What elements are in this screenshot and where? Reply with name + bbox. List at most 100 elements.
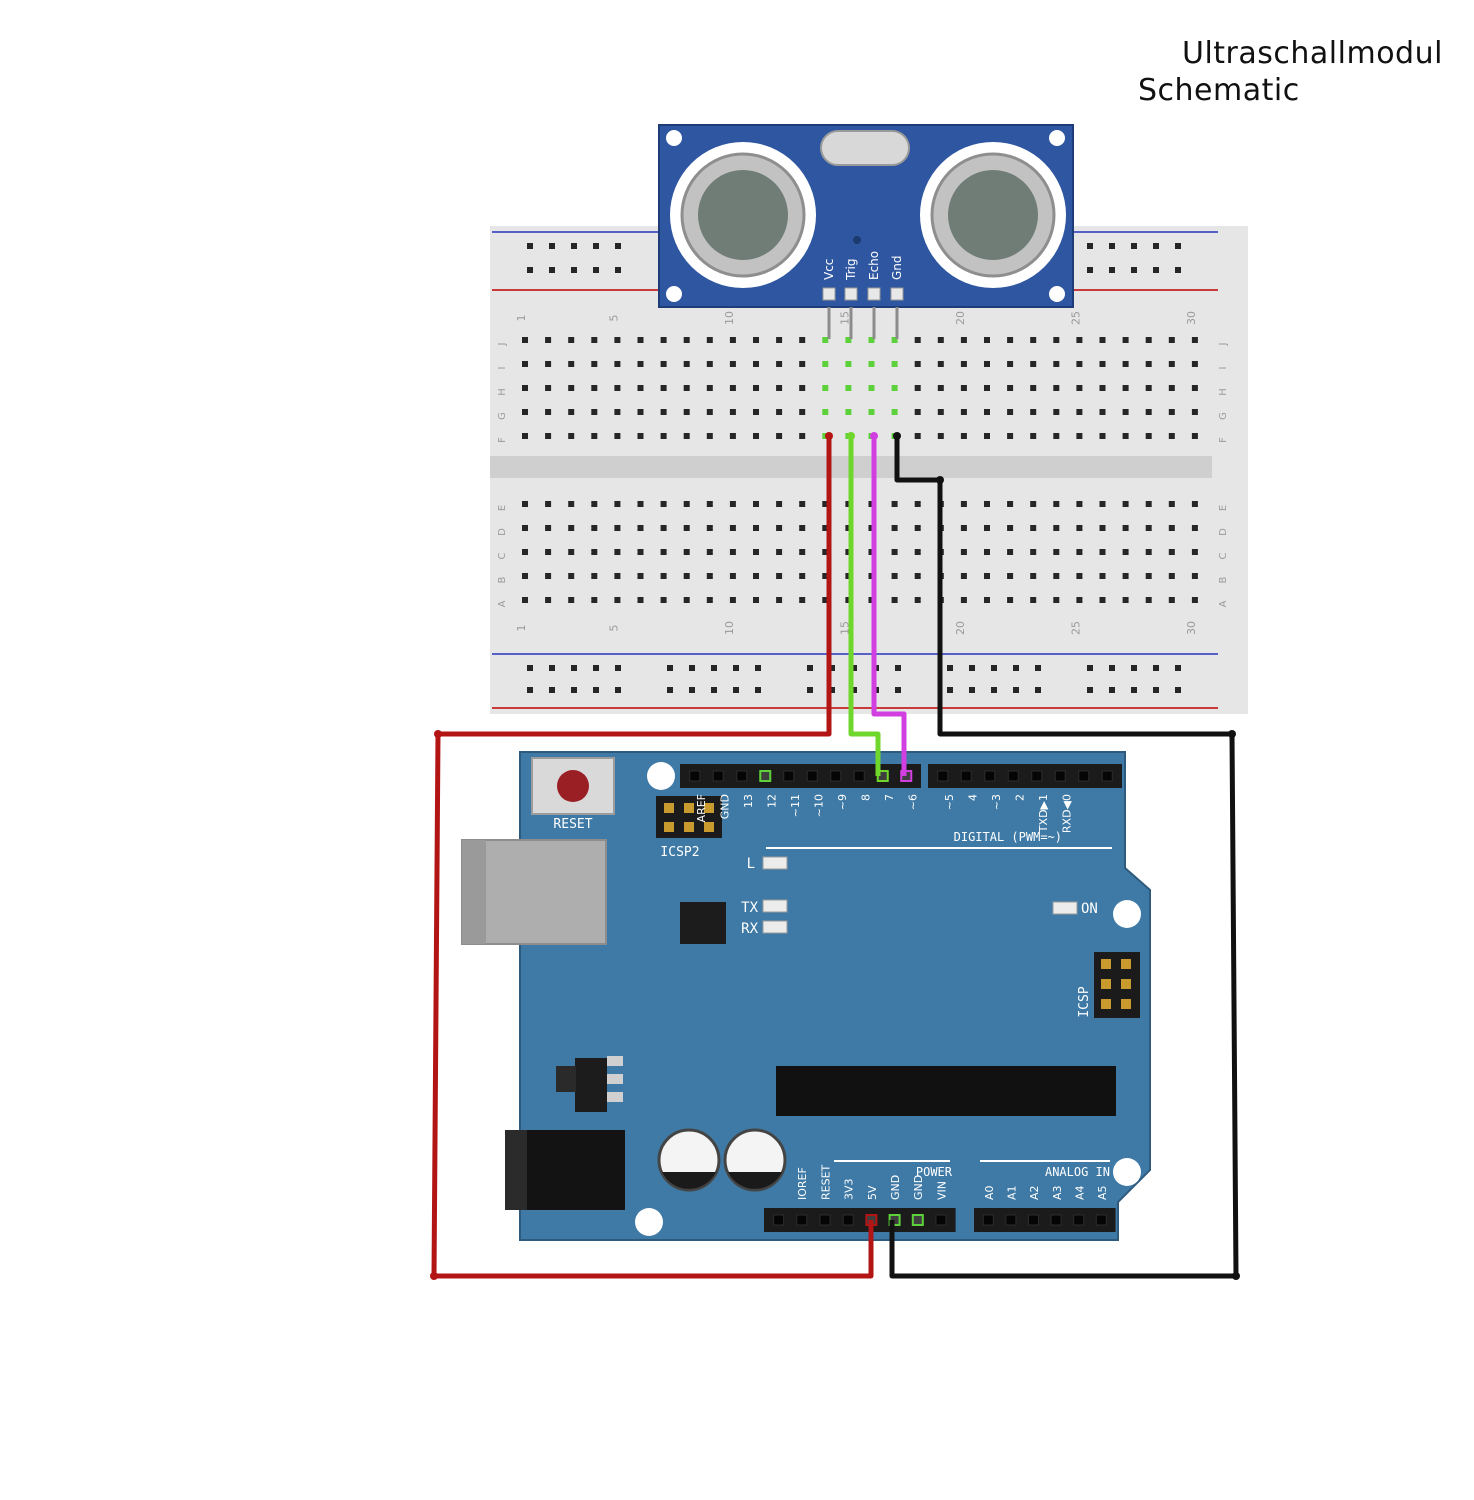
rail-hole (549, 267, 555, 273)
rail-hole (615, 267, 621, 273)
breadboard-hole (1053, 501, 1060, 507)
breadboard-hole (914, 597, 921, 603)
digital-pin-label: 2 (1014, 794, 1027, 801)
led-l-label: L (747, 856, 755, 872)
breadboard-hole (891, 409, 898, 415)
breadboard-hole (845, 501, 852, 507)
breadboard-hole (1168, 433, 1175, 439)
usb-connector-edge (462, 840, 486, 944)
breadboard-hole (776, 501, 783, 507)
header-socket (1101, 770, 1113, 782)
row-letter: H (497, 388, 508, 396)
breadboard-hole (776, 525, 783, 531)
header-socket (1028, 1214, 1039, 1226)
breadboard-hole (1122, 573, 1129, 579)
breadboard-hole (1099, 597, 1106, 603)
breadboard-hole (1076, 525, 1083, 531)
breadboard-hole (1122, 433, 1129, 439)
breadboard-hole (1030, 597, 1037, 603)
breadboard-hole (1145, 385, 1152, 391)
breadboard-hole (1145, 409, 1152, 415)
column-number: 5 (607, 315, 620, 322)
breadboard-hole (960, 573, 967, 579)
rail-hole (947, 665, 953, 671)
breadboard-hole (568, 549, 575, 555)
breadboard-hole (1076, 361, 1083, 367)
power-pin-label: GND (912, 1175, 925, 1200)
rail-hole (1035, 665, 1041, 671)
column-number: 25 (1069, 621, 1082, 635)
breadboard-hole (729, 337, 736, 343)
transducer-right (920, 142, 1066, 288)
rail-hole (549, 243, 555, 249)
breadboard-hole (706, 409, 713, 415)
breadboard-hole (729, 573, 736, 579)
breadboard-hole (706, 525, 713, 531)
analog-pin-label: A1 (1006, 1185, 1019, 1200)
breadboard-hole (776, 433, 783, 439)
sensor-mount-hole (1049, 130, 1065, 146)
breadboard-hole (1030, 361, 1037, 367)
rail-hole (969, 687, 975, 693)
breadboard-hole (729, 433, 736, 439)
power-section-label: POWER (916, 1165, 953, 1179)
rail-hole (895, 687, 901, 693)
diagram-title-line1: Ultraschallmodul (1182, 36, 1443, 71)
transducer-left (670, 142, 816, 288)
breadboard-hole (1168, 501, 1175, 507)
breadboard-hole (614, 549, 621, 555)
icsp-label: ICSP (1077, 986, 1092, 1017)
header-socket (773, 1214, 785, 1226)
breadboard-hole (729, 361, 736, 367)
breadboard-hole (1053, 409, 1060, 415)
breadboard-hole (614, 573, 621, 579)
diagram-title-line2: Schematic (1138, 73, 1300, 108)
breadboard-hole (1030, 549, 1037, 555)
led-rx (762, 920, 788, 934)
breadboard-hole (1099, 549, 1106, 555)
breadboard-hole (891, 501, 898, 507)
breadboard-hole (753, 337, 759, 343)
breadboard-hole (637, 337, 644, 343)
breadboard-hole (1145, 573, 1152, 579)
breadboard-hole (1007, 337, 1014, 343)
breadboard-hole (591, 525, 598, 531)
voltage-regulator (556, 1056, 623, 1112)
breadboard-hole (660, 409, 667, 415)
breadboard-hole (591, 501, 598, 507)
column-number: 1 (515, 315, 528, 322)
breadboard-hole (660, 361, 667, 367)
microcontroller-chip (776, 1066, 1116, 1116)
breadboard-hole (1076, 409, 1083, 415)
sensor-pin-pad (890, 287, 904, 301)
icsp2-label: ICSP2 (660, 845, 699, 860)
breadboard-hole (753, 597, 759, 603)
rail-hole (1087, 665, 1093, 671)
breadboard-hole (799, 385, 806, 391)
arduino-mount-hole (1113, 900, 1141, 928)
row-letter: C (497, 552, 508, 559)
breadboard-hole (683, 549, 690, 555)
led-rx-label: RX (741, 921, 758, 937)
breadboard-hole (960, 337, 967, 343)
column-number: 30 (1185, 621, 1198, 635)
rail-hole (527, 267, 533, 273)
reset-button-cap[interactable] (557, 770, 589, 802)
rail-hole (1153, 687, 1159, 693)
breadboard-hole (937, 433, 944, 439)
rail-hole (571, 267, 577, 273)
breadboard-hole (937, 337, 944, 343)
digital-pin-label: RXD◀0 (1061, 794, 1074, 833)
sensor-pin-label: Trig (844, 259, 858, 281)
breadboard-hole (706, 385, 713, 391)
row-letter: G (1218, 412, 1229, 420)
breadboard-hole (1191, 385, 1198, 391)
breadboard-hole (1191, 337, 1198, 343)
rail-hole (689, 687, 695, 693)
rail-hole (1109, 267, 1115, 273)
breadboard-hole (914, 501, 921, 507)
header-socket (935, 1214, 947, 1226)
breadboard-hole (1168, 361, 1175, 367)
icsp2-pin (684, 822, 694, 832)
breadboard-hole (1099, 573, 1106, 579)
